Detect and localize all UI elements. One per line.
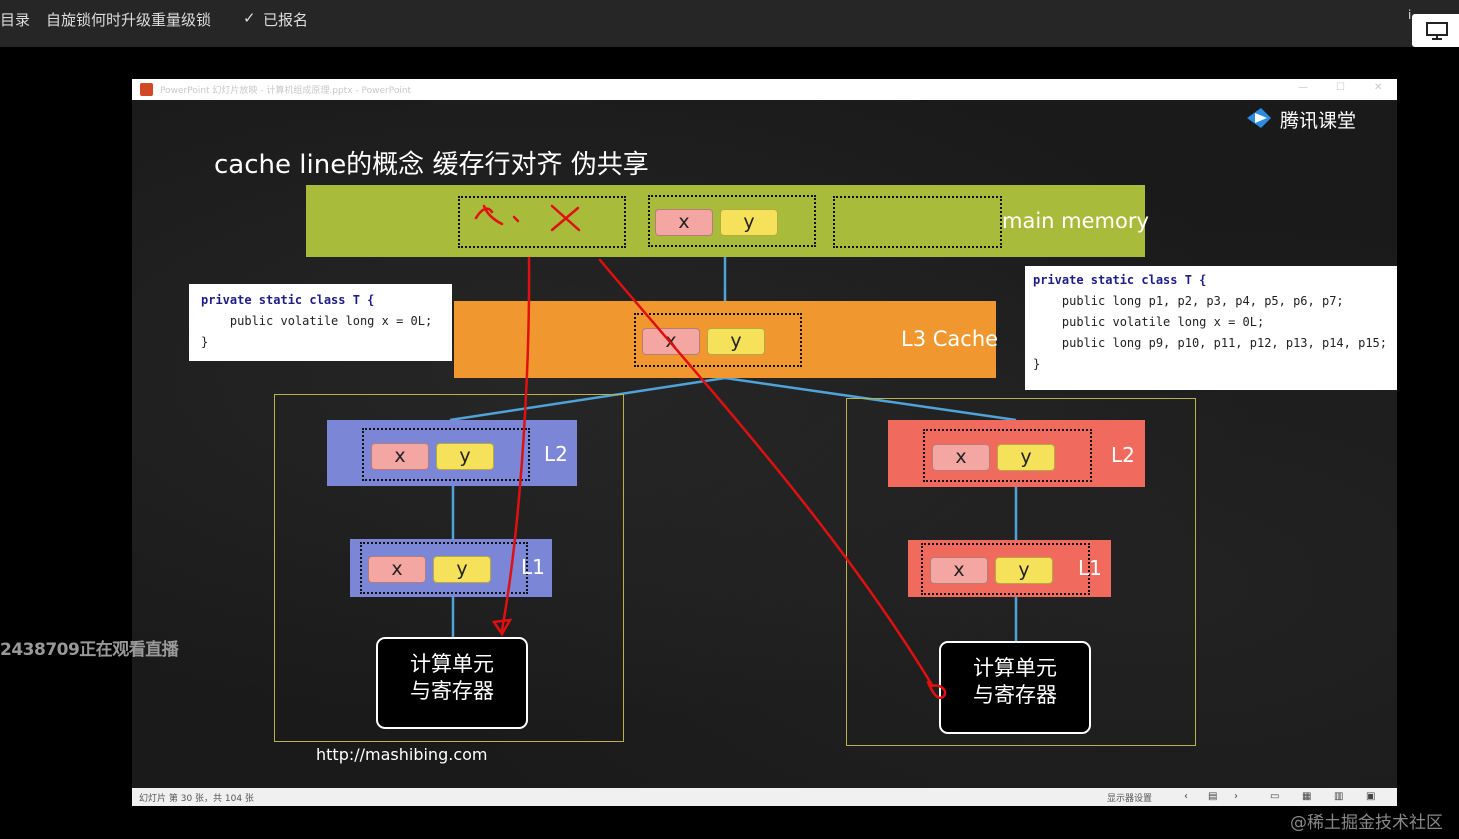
- viewer-notice: 2438709正在观看直播: [0, 640, 179, 660]
- red-arrow-right: [598, 258, 934, 687]
- right-core-frame: [846, 398, 1196, 746]
- top-bar: 目录 自旋锁何时升级重量级锁 ✓ 已报名 i: [0, 0, 1459, 47]
- right-l2-cell-x: x: [932, 444, 990, 471]
- code-box-unpadded: private static class T { public volatile…: [189, 284, 452, 361]
- right-l1-label: L1: [1078, 556, 1102, 580]
- red-arrowhead-left: [491, 618, 513, 637]
- prev-slide-icon[interactable]: ‹: [1184, 791, 1188, 802]
- ppt-window-title: PowerPoint 幻灯片放映 - 计算机组成原理.pptx - PowerP…: [160, 86, 412, 96]
- left-l1-label: L1: [521, 555, 545, 579]
- slideshow-view-icon[interactable]: ▣: [1366, 791, 1376, 802]
- right-l2-cell-y: y: [997, 444, 1055, 471]
- right-l1-cell-x: x: [930, 557, 988, 584]
- code-left-line-1: private static class T {: [201, 293, 375, 307]
- l3-left-l2-link: [449, 376, 726, 422]
- display-settings-button[interactable]: 显示器设置: [1107, 794, 1153, 804]
- right-l1-cache-line: x y: [921, 543, 1090, 595]
- main-memory-label: main memory: [1002, 209, 1149, 233]
- slide-title: cache line的概念 缓存行对齐 伪共享: [214, 150, 649, 180]
- main-memory-block: x y main memory: [306, 185, 1149, 257]
- pen-annotations: [474, 204, 947, 699]
- memory-cell-y: y: [720, 209, 778, 236]
- left-core-frame: [274, 394, 624, 742]
- normal-view-icon[interactable]: ▭: [1270, 791, 1280, 802]
- left-compute-unit: 计算单元 与寄存器: [376, 637, 528, 729]
- slide-sorter-icon[interactable]: ▦: [1302, 791, 1312, 802]
- code-box-padded: private static class T { public long p1,…: [1025, 266, 1397, 390]
- left-l2-label: L2: [544, 442, 568, 466]
- memory-cache-line: x y: [648, 195, 816, 247]
- memory-cell-x: x: [655, 209, 713, 236]
- left-cu-line-2: 与寄存器: [410, 679, 494, 703]
- brand-name: 腾讯课堂: [1280, 110, 1357, 132]
- l3-cell-y: y: [707, 328, 765, 355]
- tencent-classroom-logo-icon: [1247, 108, 1271, 128]
- memory-slot-empty: [833, 196, 1002, 248]
- right-l2-cache-line: x y: [923, 429, 1092, 482]
- powerpoint-window: PowerPoint 幻灯片放映 - 计算机组成原理.pptx - PowerP…: [132, 79, 1397, 806]
- code-right-line-5: }: [1033, 357, 1041, 371]
- code-left-line-2: public volatile long x = 0L;: [201, 314, 433, 328]
- left-l2-cache: x y L2: [327, 420, 577, 486]
- right-l2-cache: x y L2: [888, 420, 1145, 487]
- memory-slot-crossed: [458, 196, 626, 248]
- scribble-x-2: [550, 204, 581, 232]
- screen-toggle-button[interactable]: [1412, 14, 1459, 47]
- code-right-line-2: public long p1, p2, p3, p4, p5, p6, p7;: [1033, 294, 1344, 308]
- next-slide-icon[interactable]: ›: [1234, 791, 1238, 802]
- right-cu-line-1: 计算单元: [973, 656, 1057, 680]
- close-button[interactable]: ✕: [1374, 82, 1383, 93]
- left-l1-cell-x: x: [368, 556, 426, 583]
- catalog-link[interactable]: 目录: [0, 11, 31, 29]
- check-icon: ✓: [243, 9, 256, 27]
- ppt-status-bar: 幻灯片 第 30 张，共 104 张 显示器设置 ‹ ▤ › ▭ ▦ ▥ ▣: [132, 788, 1397, 806]
- l3-right-l2-link: [724, 376, 1017, 422]
- left-l2-cell-x: x: [371, 443, 429, 470]
- code-left-line-3: }: [201, 335, 209, 349]
- red-arrowhead-right: [926, 680, 947, 699]
- left-l2-cache-line: x y: [362, 428, 530, 481]
- code-right-line-3: public volatile long x = 0L;: [1033, 315, 1265, 329]
- reading-view-icon[interactable]: ▥: [1334, 791, 1344, 802]
- monitor-icon: [1426, 22, 1448, 40]
- left-l1-cell-y: y: [433, 556, 491, 583]
- website-url: http://mashibing.com: [316, 745, 488, 764]
- red-arrow-left: [500, 256, 531, 632]
- left-l2-cell-y: y: [436, 443, 494, 470]
- right-l1-cache: x y L1: [908, 540, 1111, 597]
- registered-status: 已报名: [263, 11, 309, 29]
- right-l2-label: L2: [1111, 443, 1135, 467]
- connector-lines: [449, 257, 1018, 641]
- site-watermark: @稀土掘金技术社区: [1290, 813, 1443, 833]
- truncated-text: i: [1408, 8, 1412, 22]
- code-right-line-1: private static class T {: [1033, 273, 1207, 287]
- left-cu-line-1: 计算单元: [410, 652, 494, 676]
- right-compute-unit: 计算单元 与寄存器: [939, 641, 1091, 734]
- l3-cache-label: L3 Cache: [901, 327, 999, 351]
- right-l1-cell-y: y: [995, 557, 1053, 584]
- scribble-x-1: [474, 204, 504, 226]
- minimize-button[interactable]: —: [1298, 82, 1308, 93]
- slide-counter: 幻灯片 第 30 张，共 104 张: [139, 794, 254, 804]
- l3-cache-block: x y L3 Cache: [454, 301, 999, 378]
- powerpoint-icon: [140, 83, 153, 96]
- slide-menu-icon[interactable]: ▤: [1208, 791, 1218, 802]
- left-l1-cache: x y L1: [350, 539, 552, 597]
- course-title: 自旋锁何时升级重量级锁: [46, 11, 212, 29]
- ppt-title-bar: PowerPoint 幻灯片放映 - 计算机组成原理.pptx - PowerP…: [132, 79, 1397, 100]
- restore-button[interactable]: ☐: [1336, 82, 1345, 93]
- left-l1-cache-line: x y: [360, 542, 528, 594]
- scribble-comma: [512, 215, 520, 223]
- slide-canvas[interactable]: 腾讯课堂 cache line的概念 缓存行对齐 伪共享 x y: [132, 100, 1397, 788]
- code-right-line-4: public long p9, p10, p11, p12, p13, p14,…: [1033, 336, 1388, 350]
- right-cu-line-2: 与寄存器: [973, 683, 1057, 707]
